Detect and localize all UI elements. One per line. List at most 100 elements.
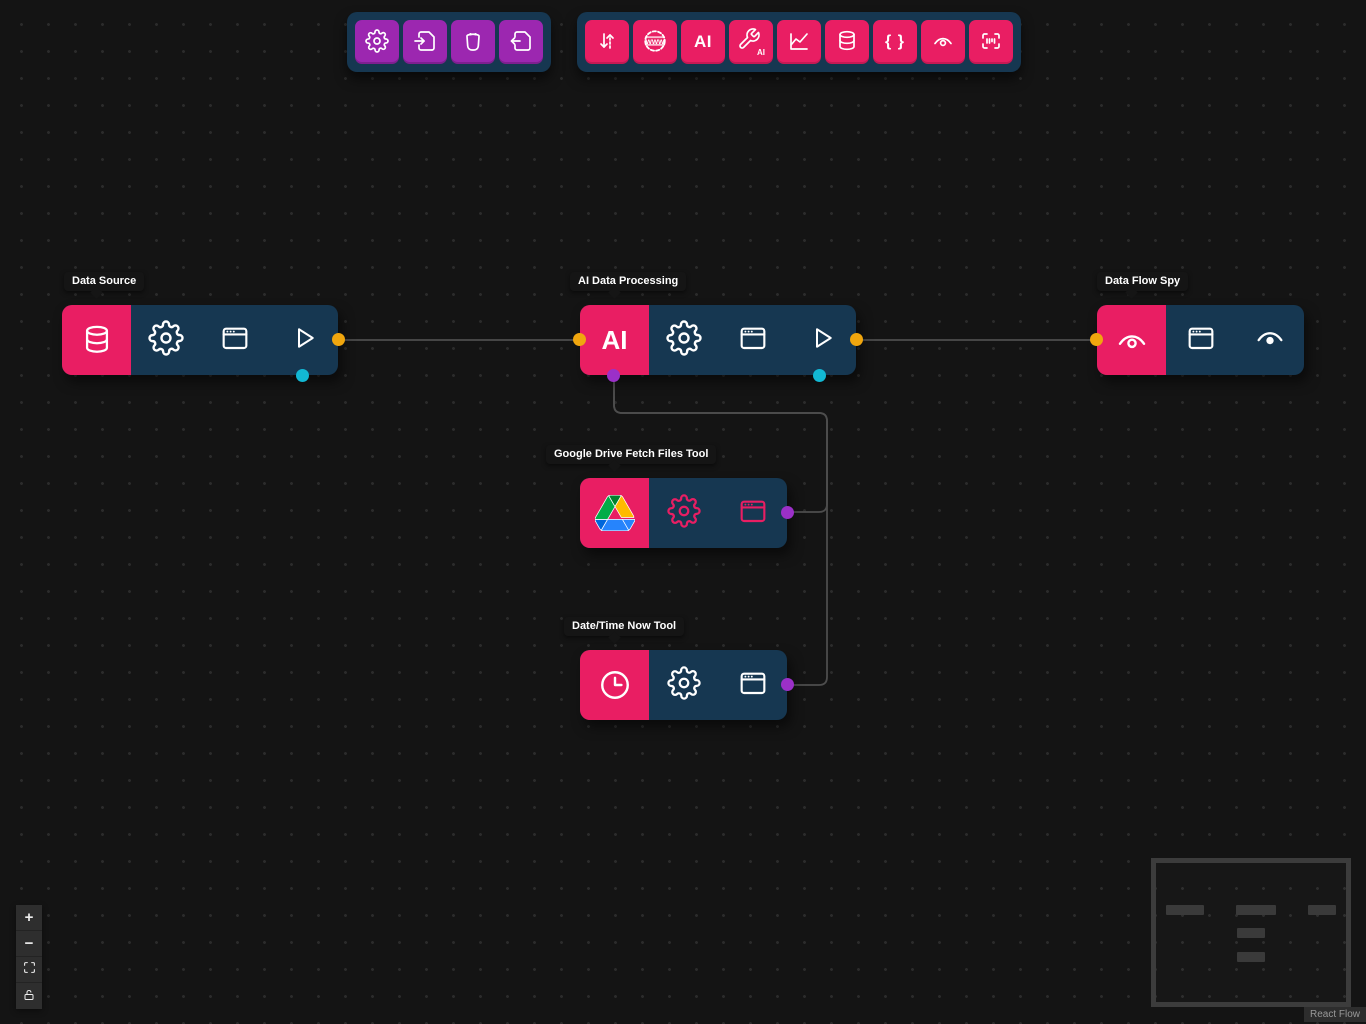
handle-tool-out[interactable] [781, 506, 794, 519]
react-flow-attribution[interactable]: React Flow [1303, 1007, 1366, 1022]
play-icon [289, 323, 319, 358]
trash-icon [461, 29, 485, 56]
minimap-viewport[interactable] [1151, 858, 1351, 1007]
flow-controls: + − [16, 905, 42, 1009]
node-label: Data Source [64, 272, 145, 291]
www-label: www [645, 37, 665, 46]
settings-button[interactable] [355, 20, 399, 64]
node-actions [649, 305, 856, 375]
lock-toggle-button[interactable] [16, 983, 42, 1009]
window-icon [1185, 322, 1217, 359]
add-node-toolbar: www AI AI { } [577, 12, 1021, 72]
add-ai-node-button[interactable]: AI [681, 20, 725, 64]
export-flow-button[interactable] [499, 20, 543, 64]
save-import-icon [413, 29, 437, 56]
gear-icon [365, 28, 389, 56]
play-icon [807, 323, 837, 358]
node-window-button[interactable] [718, 322, 787, 359]
braces-icon: { } [885, 33, 905, 50]
unlock-icon [23, 988, 35, 1005]
handle-extra-bottom[interactable] [296, 369, 309, 382]
add-web-node-button[interactable]: www [633, 20, 677, 64]
flow-actions-toolbar [347, 12, 551, 72]
window-icon [737, 322, 769, 359]
node-settings-button[interactable] [649, 319, 718, 361]
gear-icon [666, 665, 701, 705]
window-icon [219, 322, 251, 359]
ai-text-icon: AI [694, 32, 712, 51]
gear-icon [147, 319, 184, 361]
handle-extra-bottom[interactable] [813, 369, 826, 382]
edge-datetime-to-ai[interactable] [613, 376, 828, 686]
node-data-flow-spy[interactable]: Data Flow Spy [1090, 272, 1304, 375]
clock-icon [580, 650, 649, 720]
fit-view-button[interactable] [16, 957, 42, 983]
handle-target-in[interactable] [1090, 333, 1103, 346]
node-ai-data-processing[interactable]: AI Data Processing AI [570, 272, 863, 382]
node-actions [1166, 305, 1304, 375]
wrench-ai-icon [739, 27, 763, 56]
handle-tool-out[interactable] [781, 678, 794, 691]
minus-icon: − [24, 935, 34, 952]
node-run-button[interactable] [269, 323, 338, 358]
handle-target-in[interactable] [573, 333, 586, 346]
node-window-button[interactable] [718, 667, 787, 704]
gear-icon [665, 319, 702, 361]
minimap-node-data-flow-spy [1308, 905, 1336, 915]
minimap-node-gdrive-tool [1237, 928, 1265, 938]
node-run-button[interactable] [787, 323, 856, 358]
handle-source-out[interactable] [850, 333, 863, 346]
node-data-source[interactable]: Data Source [62, 272, 345, 382]
globe-icon [642, 28, 668, 57]
save-export-icon [509, 29, 533, 56]
handle-source-out[interactable] [332, 333, 345, 346]
window-icon [737, 495, 769, 532]
node-window-button[interactable] [200, 322, 269, 359]
add-scan-node-button[interactable] [969, 20, 1013, 64]
add-chart-node-button[interactable] [777, 20, 821, 64]
eye-dot-icon [1253, 321, 1287, 360]
zoom-out-button[interactable]: − [16, 931, 42, 957]
handle-tools-bottom[interactable] [607, 369, 620, 382]
node-label: Google Drive Fetch Files Tool [546, 445, 717, 464]
node-settings-button[interactable] [649, 493, 718, 533]
eye-icon [931, 29, 955, 56]
node-actions [131, 305, 338, 375]
window-icon [737, 667, 769, 704]
minimap[interactable] [1151, 858, 1351, 1007]
add-json-node-button[interactable]: { } [873, 20, 917, 64]
add-spy-node-button[interactable] [921, 20, 965, 64]
add-database-node-button[interactable] [825, 20, 869, 64]
sort-arrows-icon [595, 29, 619, 56]
add-ai-tool-node-button[interactable]: AI [729, 20, 773, 64]
node-settings-button[interactable] [131, 319, 200, 361]
ai-text-icon: AI [580, 305, 649, 375]
eye-icon [1097, 305, 1166, 375]
minimap-node-datetime-tool [1237, 952, 1265, 962]
zoom-in-button[interactable]: + [16, 905, 42, 931]
fit-view-icon [23, 961, 36, 978]
ai-small-label: AI [757, 48, 765, 57]
node-actions [649, 650, 787, 720]
line-chart-icon [787, 29, 811, 56]
barcode-scan-icon [979, 29, 1003, 56]
node-gdrive-fetch-files-tool[interactable]: Google Drive Fetch Files Tool [546, 445, 794, 548]
node-window-button[interactable] [718, 495, 787, 532]
minimap-node-data-source [1166, 905, 1204, 915]
gear-icon [666, 493, 701, 533]
database-icon [835, 29, 859, 56]
node-datetime-now-tool[interactable]: Date/Time Now Tool [564, 617, 794, 720]
node-window-button[interactable] [1166, 322, 1235, 359]
plus-icon: + [24, 909, 34, 926]
node-settings-button[interactable] [649, 665, 718, 705]
database-icon [62, 305, 131, 375]
node-label: Data Flow Spy [1097, 272, 1189, 291]
import-flow-button[interactable] [403, 20, 447, 64]
google-drive-icon [580, 478, 649, 548]
node-label: Date/Time Now Tool [564, 617, 685, 636]
node-spy-toggle-button[interactable] [1235, 321, 1304, 360]
add-input-output-node-button[interactable] [585, 20, 629, 64]
delete-flow-button[interactable] [451, 20, 495, 64]
